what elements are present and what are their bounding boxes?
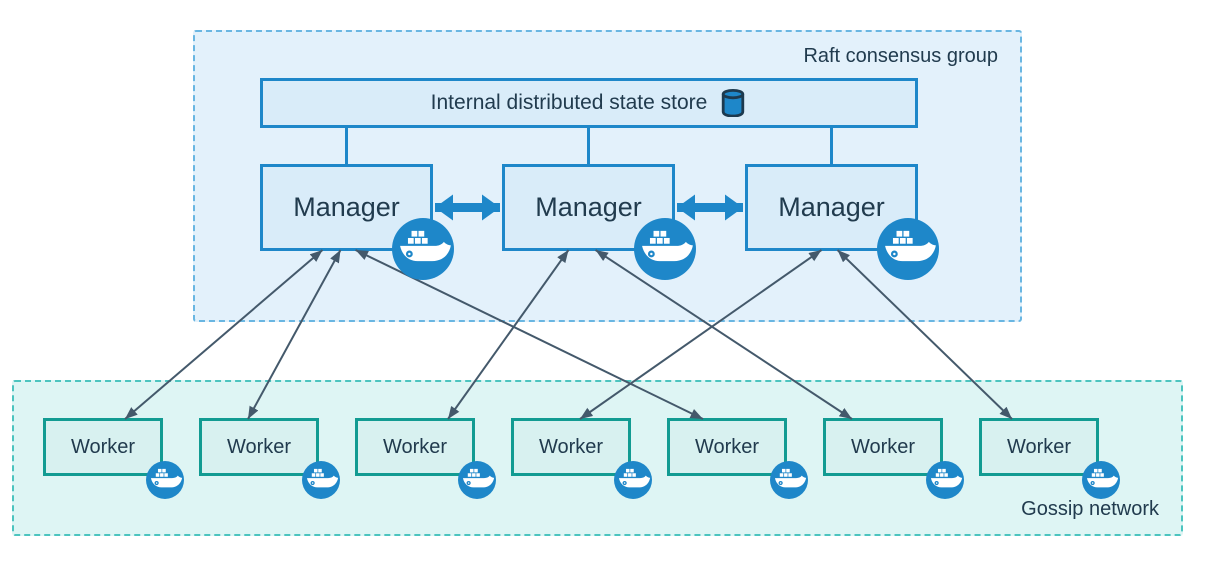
docker-whale-icon xyxy=(614,461,652,499)
worker-node-4: Worker xyxy=(511,418,652,499)
worker-label: Worker xyxy=(1006,435,1072,458)
worker-label: Worker xyxy=(538,435,604,458)
state-store-label: Internal distributed state store xyxy=(430,91,708,114)
manager-label: Manager xyxy=(535,192,642,222)
worker-label: Worker xyxy=(382,435,448,458)
worker-node-2: Worker xyxy=(199,418,340,499)
worker-label: Worker xyxy=(70,435,136,458)
manager-node-3: Manager xyxy=(745,164,939,280)
manager-label: Manager xyxy=(778,192,885,222)
manager-label: Manager xyxy=(293,192,400,222)
database-cylinder-icon xyxy=(719,88,747,119)
docker-whale-icon xyxy=(770,461,808,499)
docker-whale-icon xyxy=(302,461,340,499)
manager-node-1: Manager xyxy=(260,164,454,280)
worker-node-1: Worker xyxy=(43,418,184,499)
worker-label: Worker xyxy=(694,435,760,458)
worker-node-3: Worker xyxy=(355,418,496,499)
docker-whale-icon xyxy=(458,461,496,499)
worker-node-7: Worker xyxy=(979,418,1120,499)
raft-group-label: Raft consensus group xyxy=(803,45,998,67)
docker-whale-icon xyxy=(877,218,939,280)
docker-whale-icon xyxy=(634,218,696,280)
worker-node-6: Worker xyxy=(823,418,964,499)
state-store-node: Internal distributed state store xyxy=(260,78,918,128)
manager-node-2: Manager xyxy=(502,164,696,280)
worker-node-5: Worker xyxy=(667,418,808,499)
worker-label: Worker xyxy=(226,435,292,458)
gossip-network-label: Gossip network xyxy=(1021,498,1159,520)
docker-whale-icon xyxy=(1082,461,1120,499)
docker-whale-icon xyxy=(392,218,454,280)
docker-whale-icon xyxy=(926,461,964,499)
worker-label: Worker xyxy=(850,435,916,458)
docker-whale-icon xyxy=(146,461,184,499)
